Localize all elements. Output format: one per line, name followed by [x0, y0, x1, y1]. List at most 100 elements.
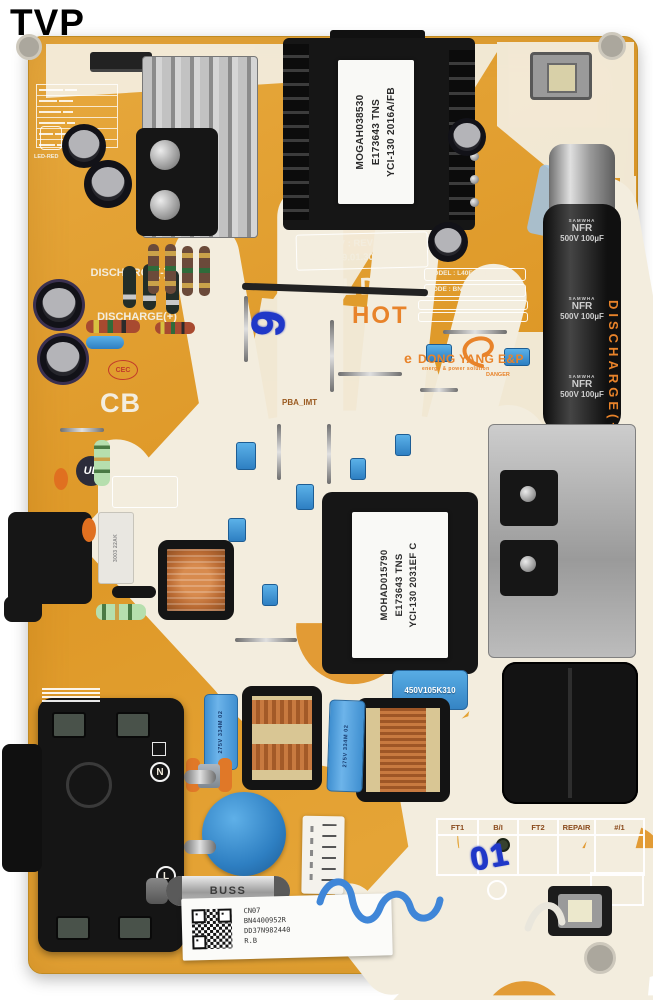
bulk-capacitor: SAMWHA NFR 500V 100µF SAMWHA NFR 500V 10… [543, 204, 621, 432]
terminal-screw [150, 140, 180, 170]
connector-emblem [66, 762, 112, 808]
cap-line2: 500V 100µF [560, 234, 604, 243]
electrolytic-capacitor [84, 160, 132, 208]
electrolytic-capacitor [40, 336, 86, 382]
mounting-hole [16, 34, 42, 60]
led-red-label: LED-RED [34, 154, 59, 160]
metal-bracket [548, 886, 612, 936]
resistor [148, 244, 159, 294]
jumper-wire [244, 296, 248, 362]
transformer1-label-line: YCI-130 2016A/FB [385, 87, 397, 177]
film-capacitor-275v: 275V 334M 02 [326, 699, 366, 793]
cap-line1: NFR [571, 301, 593, 312]
connector-pin [184, 840, 216, 854]
test-point-hole [496, 838, 510, 852]
neutral-mark: N [150, 762, 170, 782]
terminal-screw [150, 190, 180, 220]
electrolytic-capacitor [428, 222, 468, 262]
resistor [86, 320, 140, 333]
transformer2-label-line: E173643 TNS [393, 553, 405, 617]
qc-header: FT2 [519, 820, 559, 836]
disc-capacitor [202, 792, 286, 876]
silkscreen-row [418, 312, 528, 322]
discharge-side-label: DISCHARGE(+) [606, 300, 621, 443]
blue-capacitor [236, 442, 256, 470]
film-capacitor-275v-label: 275V 334M 02 [218, 710, 224, 754]
toroid-clamp [218, 758, 232, 792]
connector-detail [56, 916, 90, 940]
fuse-cap [166, 876, 182, 906]
connector-tab [4, 596, 42, 622]
white-component-box [301, 815, 345, 895]
jumper-wire [443, 330, 507, 334]
orange-component [82, 518, 96, 542]
hot-label: HOT [352, 302, 409, 329]
ffc-connector [90, 52, 152, 72]
blue-capacitor [395, 434, 411, 456]
transformer1-label: MOGAH038530 E173643 TNS YCI-130 2016A/FB [338, 60, 414, 204]
fusible-resistor [96, 604, 146, 620]
discharge-pos-label: DISCHARGE(+) [97, 311, 177, 323]
brand-e-logo: e [403, 349, 413, 367]
transformer1-label-line: MOGAH038530 [354, 94, 366, 170]
electrolytic-capacitor [448, 118, 486, 156]
handwritten-mark: 01 [467, 834, 513, 878]
line-filter-choke [242, 686, 322, 790]
line-filter-choke [356, 698, 450, 802]
electrolytic-capacitor [36, 282, 82, 328]
jumper-wire [235, 638, 297, 642]
transformer2-label-line: YCI-130 2031EF C [408, 542, 420, 628]
metal-bracket [530, 52, 592, 100]
qc-header: FT1 [438, 820, 479, 836]
cap-brand: SAMWHA [568, 296, 596, 301]
blue-capacitor [86, 336, 124, 349]
model-row: MODEL : L40E6_RDY [424, 268, 526, 281]
hand-icon [460, 975, 653, 1000]
sticker-line: R.B [244, 937, 258, 946]
ac-inlet-connector [38, 698, 184, 952]
cb1-title: CB1 [116, 479, 130, 486]
brand-name: DONG YANG E&P [418, 352, 524, 366]
pba-imt-label: PBA_IMT [282, 398, 318, 407]
cap-line1: NFR [571, 223, 593, 234]
cap-line1: NFR [571, 379, 593, 390]
inductor-coil [158, 540, 234, 620]
transformer2-label-line: MOHAD015790 [378, 549, 390, 621]
resistor [199, 246, 210, 296]
fuse-clip [146, 878, 168, 904]
square-mark [152, 742, 166, 756]
cement-resistor-label: 3003 22AK [113, 534, 119, 562]
blue-capacitor [350, 458, 366, 480]
orange-component [54, 468, 68, 490]
film-capacitor-275v-label: 275V 334M 02 [342, 724, 350, 768]
cec-mark: CEC [108, 360, 138, 380]
part-number-sticker: CN07 BN4400952R DD37N982440 R.B [181, 893, 393, 961]
diode [112, 586, 156, 598]
diode [123, 266, 136, 308]
cap-brand: SAMWHA [568, 218, 596, 223]
mounting-hole [584, 942, 616, 974]
caution-text-lines [42, 688, 100, 702]
transistor-screw [520, 486, 536, 502]
qc-header: B/I [479, 820, 519, 836]
solder-pin [470, 198, 479, 207]
cb1-line1: 40 (125V) [116, 488, 145, 496]
cb-label: CB [100, 388, 141, 418]
code-row: CODE : BN44-00952R [424, 284, 526, 297]
film-capacitor-275v: 275V 334M 02 [204, 694, 238, 770]
cb1-line2: 43 (153V) [116, 497, 145, 505]
resistor [182, 246, 193, 296]
cap-brand: SAMWHA [568, 374, 596, 379]
blue-capacitor [504, 348, 530, 366]
connector-detail [118, 916, 152, 940]
connector-left [8, 512, 92, 604]
ac-inlet-tab [2, 744, 42, 872]
qc-header: REPAIR [559, 820, 596, 836]
cap-line2: 500V 100µF [560, 312, 604, 321]
handwritten-mark: 6 [241, 307, 296, 339]
connector-detail [116, 712, 150, 738]
jumper-wire [420, 388, 458, 392]
connector-detail [52, 712, 86, 738]
led-outline [40, 126, 62, 150]
